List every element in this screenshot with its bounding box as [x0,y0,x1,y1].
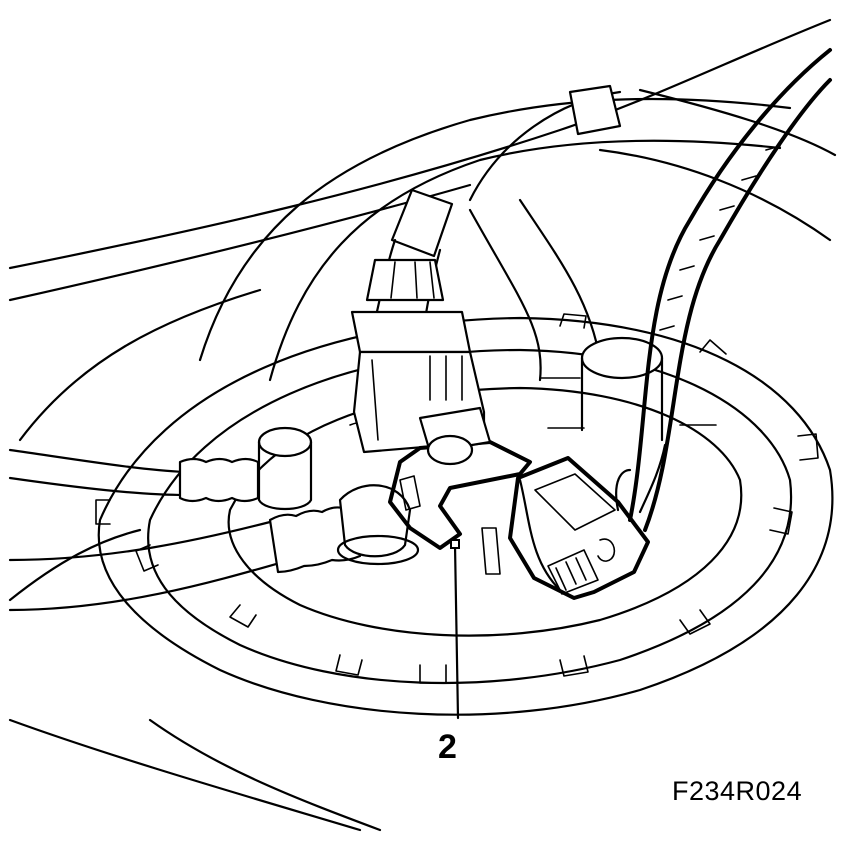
background-contour-lines [8,18,837,832]
callout-leader-line [450,539,460,720]
lower-electrical-connector [508,456,650,600]
figure-code: F234R024 [672,776,803,806]
upper-electrical-connector [350,258,486,454]
wire-harness [615,48,832,532]
component-2-bracket [388,406,562,592]
callout-number: 2 [438,728,457,766]
